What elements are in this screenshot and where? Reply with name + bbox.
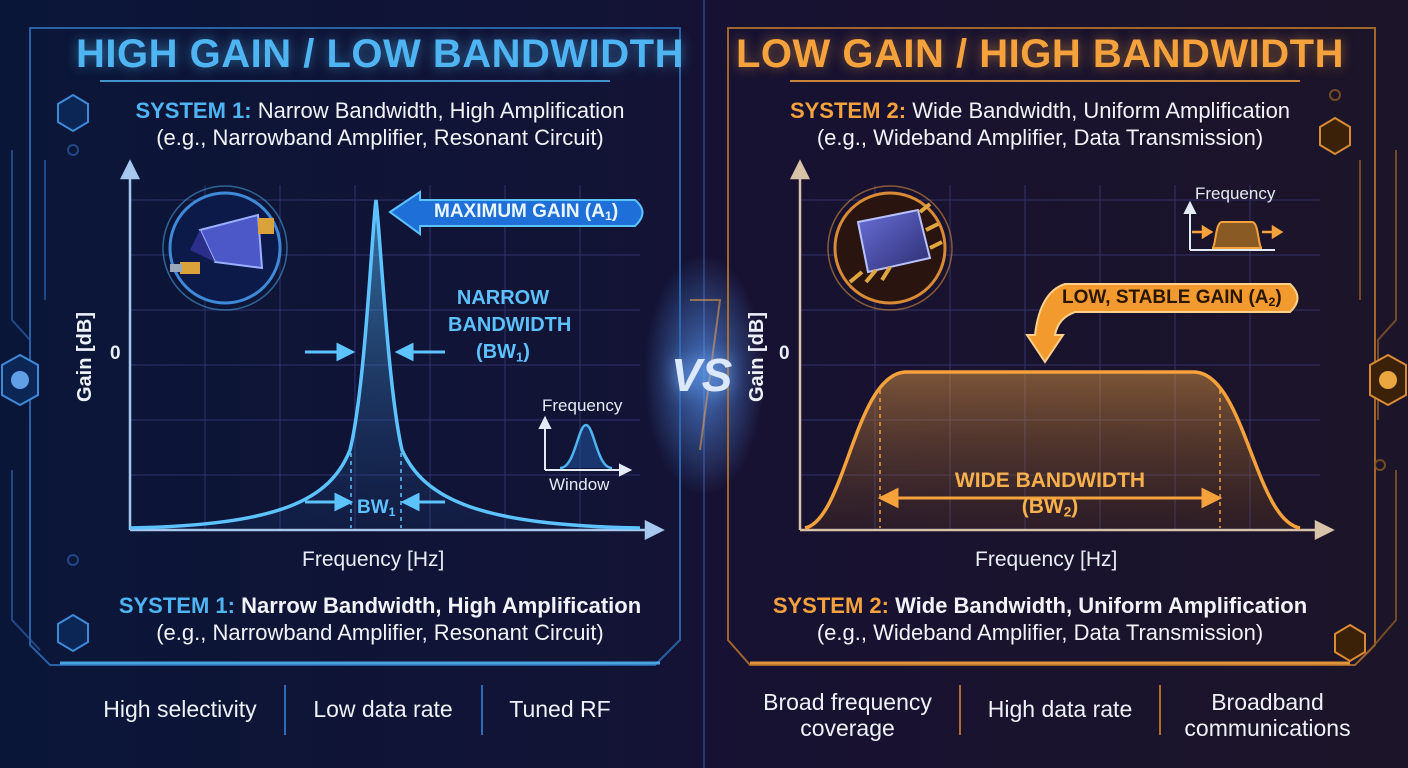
bw1-arrows	[305, 342, 445, 512]
right-y-axis-label: Gain [dB]	[746, 312, 768, 402]
max-gain-callout: MAXIMUM GAIN (A1)	[434, 201, 619, 224]
left-bottom-desc: Narrow Bandwidth, High Amplification	[241, 593, 642, 618]
right-bottom-label: SYSTEM 2:	[772, 593, 889, 618]
right-system-desc: Wide Bandwidth, Uniform Amplification	[912, 98, 1291, 123]
left-system-header: SYSTEM 1: Narrow Bandwidth, High Amplifi…	[80, 98, 680, 124]
left-zero-tick: 0	[110, 343, 121, 364]
feature-high-data-rate: High data rate	[987, 696, 1133, 722]
feature-broadband-comms: Broadband communications	[1184, 689, 1351, 741]
left-title: HIGH GAIN / LOW BANDWIDTH	[76, 32, 684, 76]
right-bottom-example: (e.g., Wideband Amplifier, Data Transmis…	[816, 620, 1264, 645]
plateau-fill	[805, 372, 1300, 528]
left-system-label: SYSTEM 1:	[135, 98, 252, 123]
left-x-axis-label: Frequency [Hz]	[302, 548, 445, 571]
right-zero-tick: 0	[779, 343, 790, 364]
plateau-curve	[804, 370, 1301, 530]
left-bottom-system: SYSTEM 1: Narrow Bandwidth, High Amplifi…	[80, 593, 680, 619]
right-system-header: SYSTEM 2: Wide Bandwidth, Uniform Amplif…	[735, 98, 1345, 124]
narrow-peak-curve	[129, 199, 641, 530]
feature-broad-frequency: Broad frequency coverage	[763, 689, 932, 741]
frequency-inset-right	[1183, 200, 1284, 251]
right-title: LOW GAIN / HIGH BANDWIDTH	[736, 32, 1344, 76]
left-bottom-example: (e.g., Narrowband Amplifier, Resonant Ci…	[156, 620, 604, 645]
left-bottom-label: SYSTEM 1:	[118, 593, 235, 618]
inset-frequency-label: Frequency	[542, 396, 623, 415]
bw2-arrow	[877, 487, 1223, 509]
bw1-label: BW1	[357, 497, 396, 520]
chip-icon	[827, 185, 953, 311]
low-gain-callout-shape	[1025, 283, 1299, 364]
hex-node-icon	[1319, 116, 1407, 663]
right-system-example: (e.g., Wideband Amplifier, Data Transmis…	[816, 125, 1264, 150]
feature-high-selectivity: High selectivity	[103, 696, 257, 722]
right-bottom-desc: Wide Bandwidth, Uniform Amplification	[895, 593, 1308, 618]
narrow-bandwidth-annotation: NARROW BANDWIDTH (BW1)	[448, 287, 572, 365]
narrow-peak-fill	[130, 200, 640, 528]
wide-bandwidth-annotation: WIDE BANDWIDTH (BW2)	[954, 469, 1146, 520]
inset-window-label: Window	[549, 475, 610, 494]
rf-connector-icon	[162, 185, 288, 311]
left-system-desc: Narrow Bandwidth, High Amplification	[257, 98, 625, 123]
right-bottom-system: SYSTEM 2: Wide Bandwidth, Uniform Amplif…	[735, 593, 1345, 619]
low-gain-callout: LOW, STABLE GAIN (A2)	[1062, 287, 1282, 310]
left-panel-frame	[29, 27, 681, 666]
vs-label: VS	[671, 349, 733, 401]
right-axes	[789, 159, 1335, 541]
left-system-example: (e.g., Narrowband Amplifier, Resonant Ci…	[156, 125, 604, 150]
right-panel-frame	[727, 27, 1376, 666]
feature-low-data-rate: Low data rate	[313, 696, 453, 722]
left-y-axis-label: Gain [dB]	[74, 312, 96, 402]
feature-tuned-rf: Tuned RF	[509, 696, 611, 722]
left-axes	[119, 159, 665, 541]
right-system-label: SYSTEM 2:	[789, 98, 907, 123]
right-x-axis-label: Frequency [Hz]	[975, 548, 1118, 571]
right-inset-frequency-label: Frequency	[1195, 184, 1276, 203]
max-gain-callout-shape	[388, 190, 644, 236]
frequency-window-inset	[538, 415, 633, 477]
